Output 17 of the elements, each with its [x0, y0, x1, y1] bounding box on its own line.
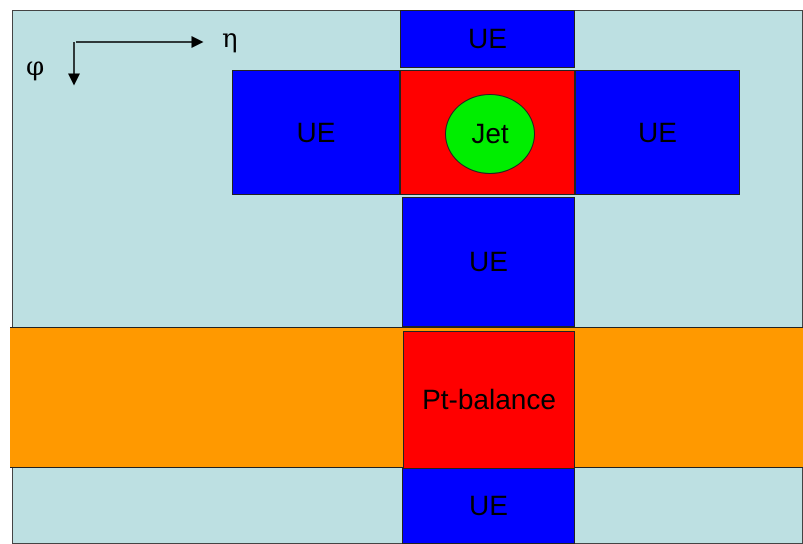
region-box — [232, 70, 400, 195]
region-box — [402, 197, 575, 327]
axis-label: φ — [26, 52, 44, 82]
region-label: UE — [638, 116, 677, 148]
region-box — [400, 70, 575, 195]
region-box — [575, 70, 740, 195]
region-label: Pt-balance — [422, 384, 556, 416]
band — [10, 327, 803, 468]
region-box — [402, 468, 575, 544]
region-label: UE — [469, 246, 508, 278]
region-label: Jet — [471, 118, 509, 150]
region-label: UE — [468, 23, 507, 55]
axis-label: η — [222, 24, 238, 54]
region-label: UE — [469, 490, 508, 522]
region-box — [400, 10, 575, 68]
region-box — [403, 331, 575, 469]
region-label: UE — [296, 116, 336, 148]
